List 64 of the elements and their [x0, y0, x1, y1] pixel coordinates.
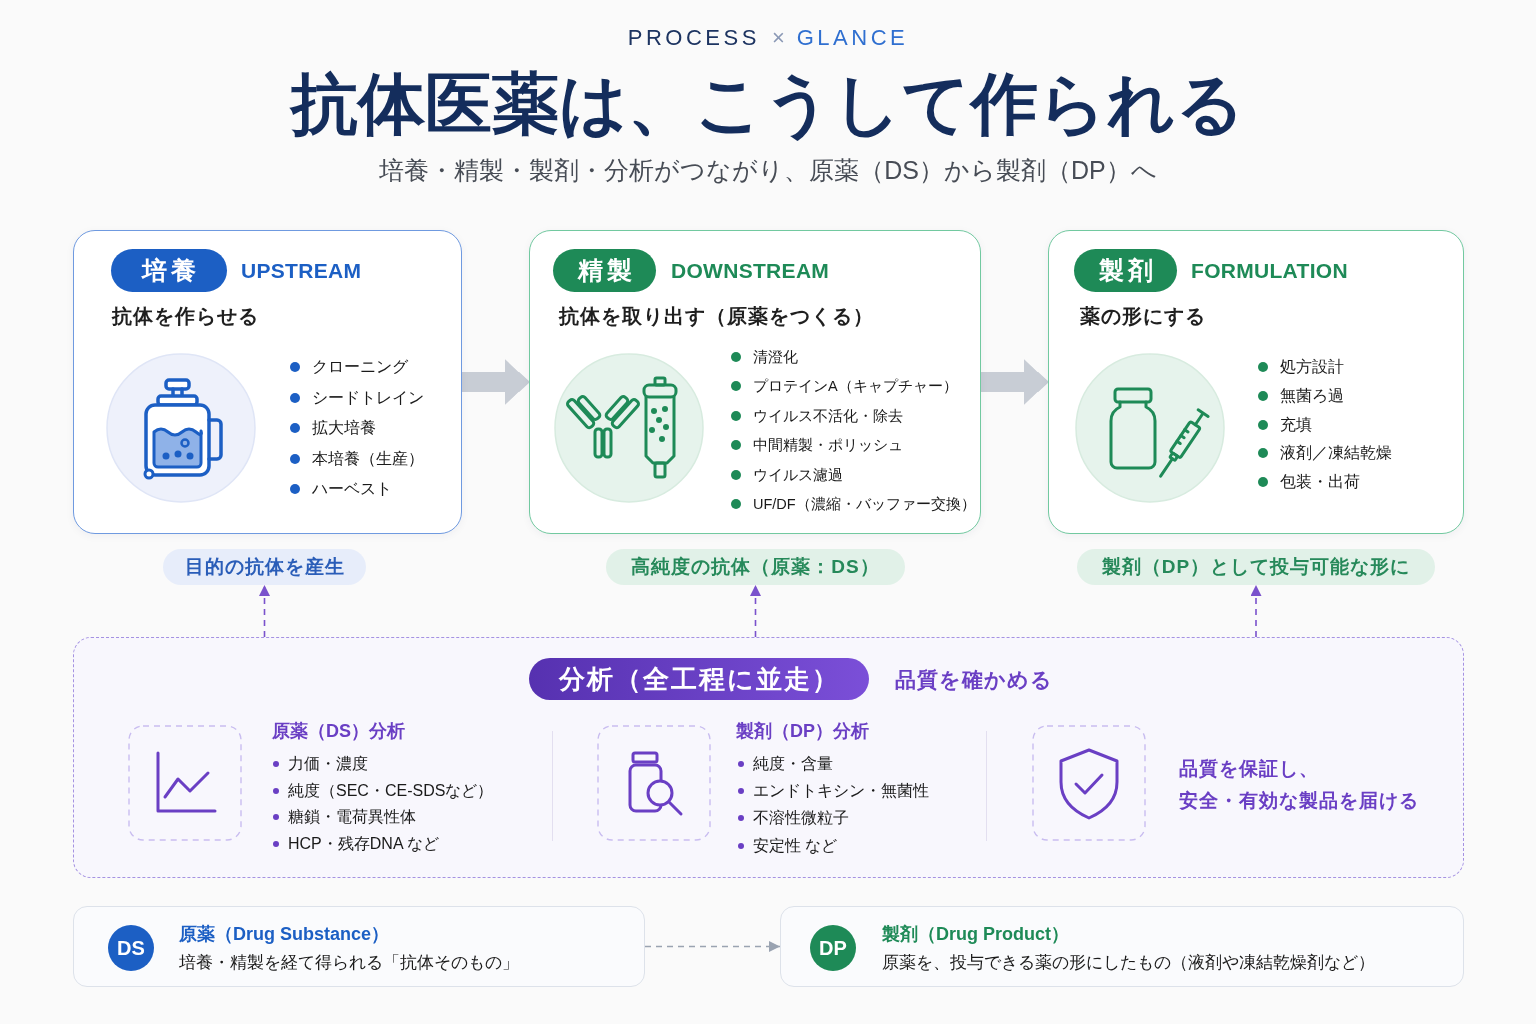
step-item: 液剤／凍結乾燥 [1258, 442, 1392, 465]
stage-subtitle: 抗体を作らせる [112, 304, 259, 329]
step-item: 中間精製・ポリッシュ [731, 435, 903, 456]
abbreviation-badge: DS [108, 925, 154, 971]
step-item: シードトレイン [290, 386, 424, 409]
kicker-text: × [771, 24, 785, 52]
test-item: 糖鎖・電荷異性体 [272, 806, 416, 828]
step-item: ハーベスト [290, 478, 392, 500]
test-item: HCP・残存DNA など [272, 833, 440, 855]
definition-card [73, 906, 645, 987]
process-panel [1048, 230, 1464, 534]
test-item: 力価・濃度 [272, 753, 368, 775]
test-item: エンドトキシン・無菌性 [737, 780, 929, 802]
abbreviation-badge: DP [810, 925, 856, 971]
term-description: 培養・精製を経て得られる「抗体そのもの」 [179, 952, 519, 974]
analysis-heading: 製剤（DP）分析 [736, 720, 869, 743]
stage-tag: 精製 [553, 249, 656, 292]
stage-title: DOWNSTREAM [671, 258, 830, 284]
quality-statement: 品質を保証し、安全・有効な製品を届ける [1179, 757, 1420, 813]
process-panel [73, 230, 462, 534]
term-title: 製剤（Drug Product） [882, 923, 1069, 946]
stage-tag: 製剤 [1074, 249, 1177, 292]
kicker-text: PROCESS [627, 24, 760, 52]
step-item: クローニング [290, 356, 408, 378]
analysis-heading: 原薬（DS）分析 [272, 720, 405, 743]
step-item: 拡大培養 [290, 417, 376, 439]
page-title: 抗体医薬は、こうして作られる [291, 65, 1245, 143]
step-item: 包装・出荷 [1258, 471, 1360, 494]
term-description: 原薬を、投与できる薬の形にしたもの（液剤や凍結乾燥剤など） [882, 952, 1375, 974]
process-panel [529, 230, 981, 534]
arrow [259, 584, 270, 638]
stage-subtitle: 抗体を取り出す（原薬をつくる） [559, 304, 874, 329]
arrow [750, 584, 761, 638]
stage-title: FORMULATION [1191, 258, 1348, 284]
step-item: 処方設計 [1258, 356, 1344, 378]
step-item: 無菌ろ過 [1258, 384, 1344, 407]
block-arrow [462, 359, 529, 405]
result-tag: 目的の抗体を産生 [163, 549, 366, 585]
analysis-tag: 分析（全工程に並走） [529, 658, 869, 700]
analysis-panel [73, 637, 1464, 878]
test-item: 純度・含量 [737, 753, 833, 775]
analysis-subtitle: 品質を確かめる [895, 667, 1053, 693]
arrow [1250, 584, 1262, 638]
step-item: 清澄化 [731, 347, 798, 367]
stage-tag: 培養 [111, 249, 227, 292]
step-item: ウイルス濾過 [731, 464, 843, 485]
test-item: 安定性 など [737, 835, 838, 857]
step-item: プロテインA（キャプチャー） [731, 376, 958, 397]
definition-card [780, 906, 1464, 987]
stage-subtitle: 薬の形にする [1080, 304, 1206, 329]
step-item: 本培養（生産） [290, 447, 424, 470]
result-tag: 高純度の抗体（原薬：DS） [606, 549, 905, 585]
step-item: UF/DF（濃縮・バッファー交換） [731, 494, 976, 514]
result-tag: 製剤（DP）として投与可能な形に [1077, 549, 1435, 585]
arrow [644, 941, 781, 952]
step-item: ウイルス不活化・除去 [731, 405, 903, 426]
page-subtitle: 培養・精製・製剤・分析がつながり、原薬（DS）から製剤（DP）へ [379, 155, 1157, 186]
test-item: 純度（SEC・CE-SDSなど） [272, 780, 494, 802]
term-title: 原薬（Drug Substance） [179, 923, 390, 946]
kicker-text: GLANCE [796, 24, 909, 52]
block-arrow [981, 359, 1048, 405]
stage-title: UPSTREAM [241, 258, 362, 284]
test-item: 不溶性微粒子 [737, 807, 849, 829]
step-item: 充填 [1258, 413, 1312, 436]
